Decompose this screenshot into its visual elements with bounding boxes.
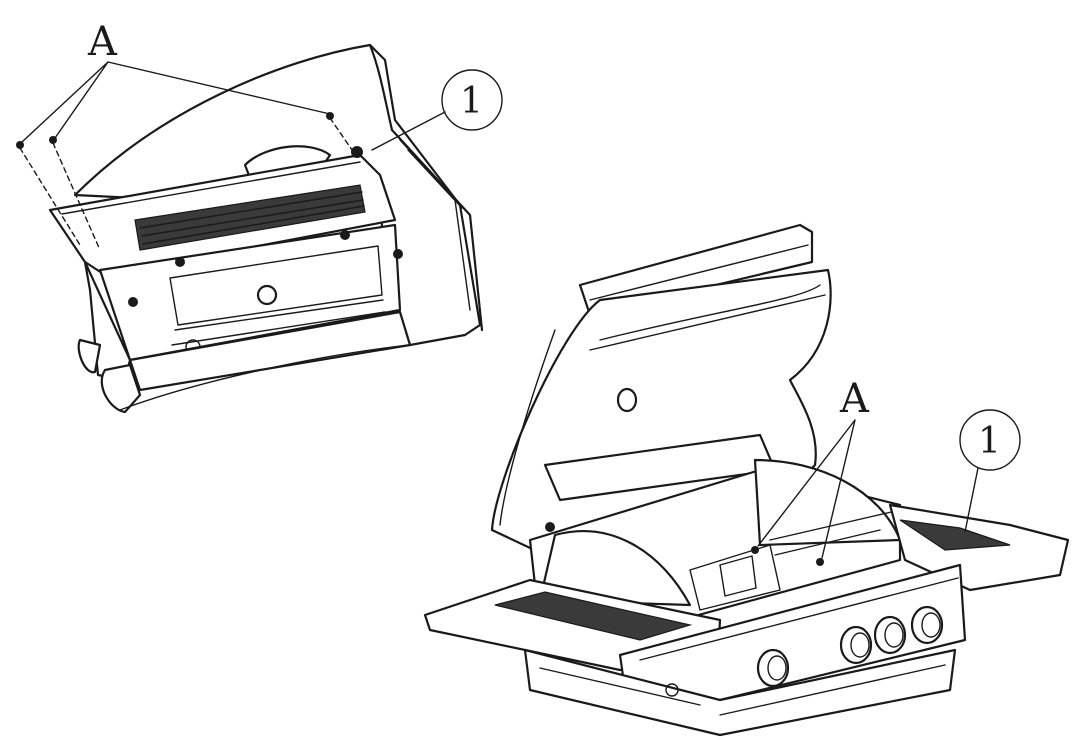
control-knobs xyxy=(756,605,944,688)
screw-icon xyxy=(751,546,824,566)
grill-underside-view xyxy=(16,43,484,414)
grill-open-lid-view xyxy=(423,223,1070,737)
part-label-a: A xyxy=(839,376,870,422)
callout-1-top-left: 1 xyxy=(371,69,503,151)
item-number-1: 1 xyxy=(460,81,483,122)
item-number-1: 1 xyxy=(978,421,1001,462)
callout-a-top-left: A xyxy=(21,19,331,143)
callout-a-bottom-right: A xyxy=(757,376,870,559)
callout-1-bottom-right: 1 xyxy=(959,409,1021,533)
part-label-a: A xyxy=(87,19,118,65)
